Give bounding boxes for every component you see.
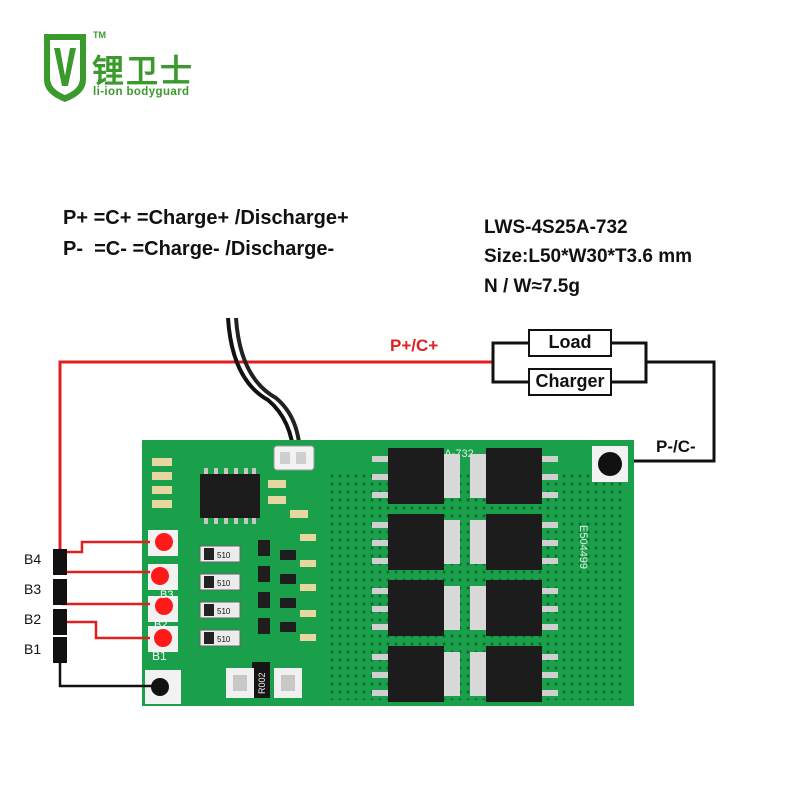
spec-weight: N / W≈7.5g [484,276,580,297]
pad-label-b3: B3 [160,589,173,601]
spec-size: Size:L50*W30*T3.6 mm [484,246,693,267]
resistor-code-3: 510 [217,607,231,616]
resistor-code-1: 510 [217,551,231,560]
small-resistors [300,534,316,641]
charger-box: Charger [528,368,612,396]
load-box: Load [528,329,612,357]
b-minus-wire [58,662,152,688]
ntc-cable [226,317,296,459]
balance-pad-dots [151,533,173,647]
shunt-resistor [252,662,270,698]
battery-label-b1: B1 [24,641,42,657]
mosfet-array [372,448,558,702]
balance-resistors [199,545,241,647]
small-transistors [258,540,296,634]
p-minus-wire [612,360,716,463]
battery-label-b3: B3 [24,581,42,597]
balance-wires [62,540,150,640]
battery-cells [53,549,67,663]
shunt-code: R002 [257,672,267,694]
pad-label-b1: B1 [152,649,167,663]
control-ic [200,474,260,518]
pcb-side-text: E504499 [577,525,589,569]
logo-tm: TM [93,30,106,40]
shield-logo-icon [44,34,86,102]
smd-caps [152,458,308,518]
logo-name-en: li-ion bodyguard [93,86,190,98]
equation-negative: P- =C- =Charge- /Discharge- [63,238,335,260]
right-branch-wire [612,341,648,384]
battery-label-b4: B4 [24,551,42,567]
logo-name-cn: 锂卫士 [92,52,195,90]
resistor-code-4: 510 [217,635,231,644]
p-minus-label: P-/C- [656,437,696,456]
p-plus-wire [58,360,493,552]
battery-label-b2: B2 [24,611,42,627]
pad-label-b2: B2 [154,619,167,631]
p-plus-label: P+/C+ [390,336,439,355]
spec-model: LWS-4S25A-732 [484,217,628,238]
resistor-code-2: 510 [217,579,231,588]
ntc-cable-2 [234,317,302,459]
left-branch-wire [491,341,528,384]
equation-positive: P+ =C+ =Charge+ /Discharge+ [63,207,349,229]
